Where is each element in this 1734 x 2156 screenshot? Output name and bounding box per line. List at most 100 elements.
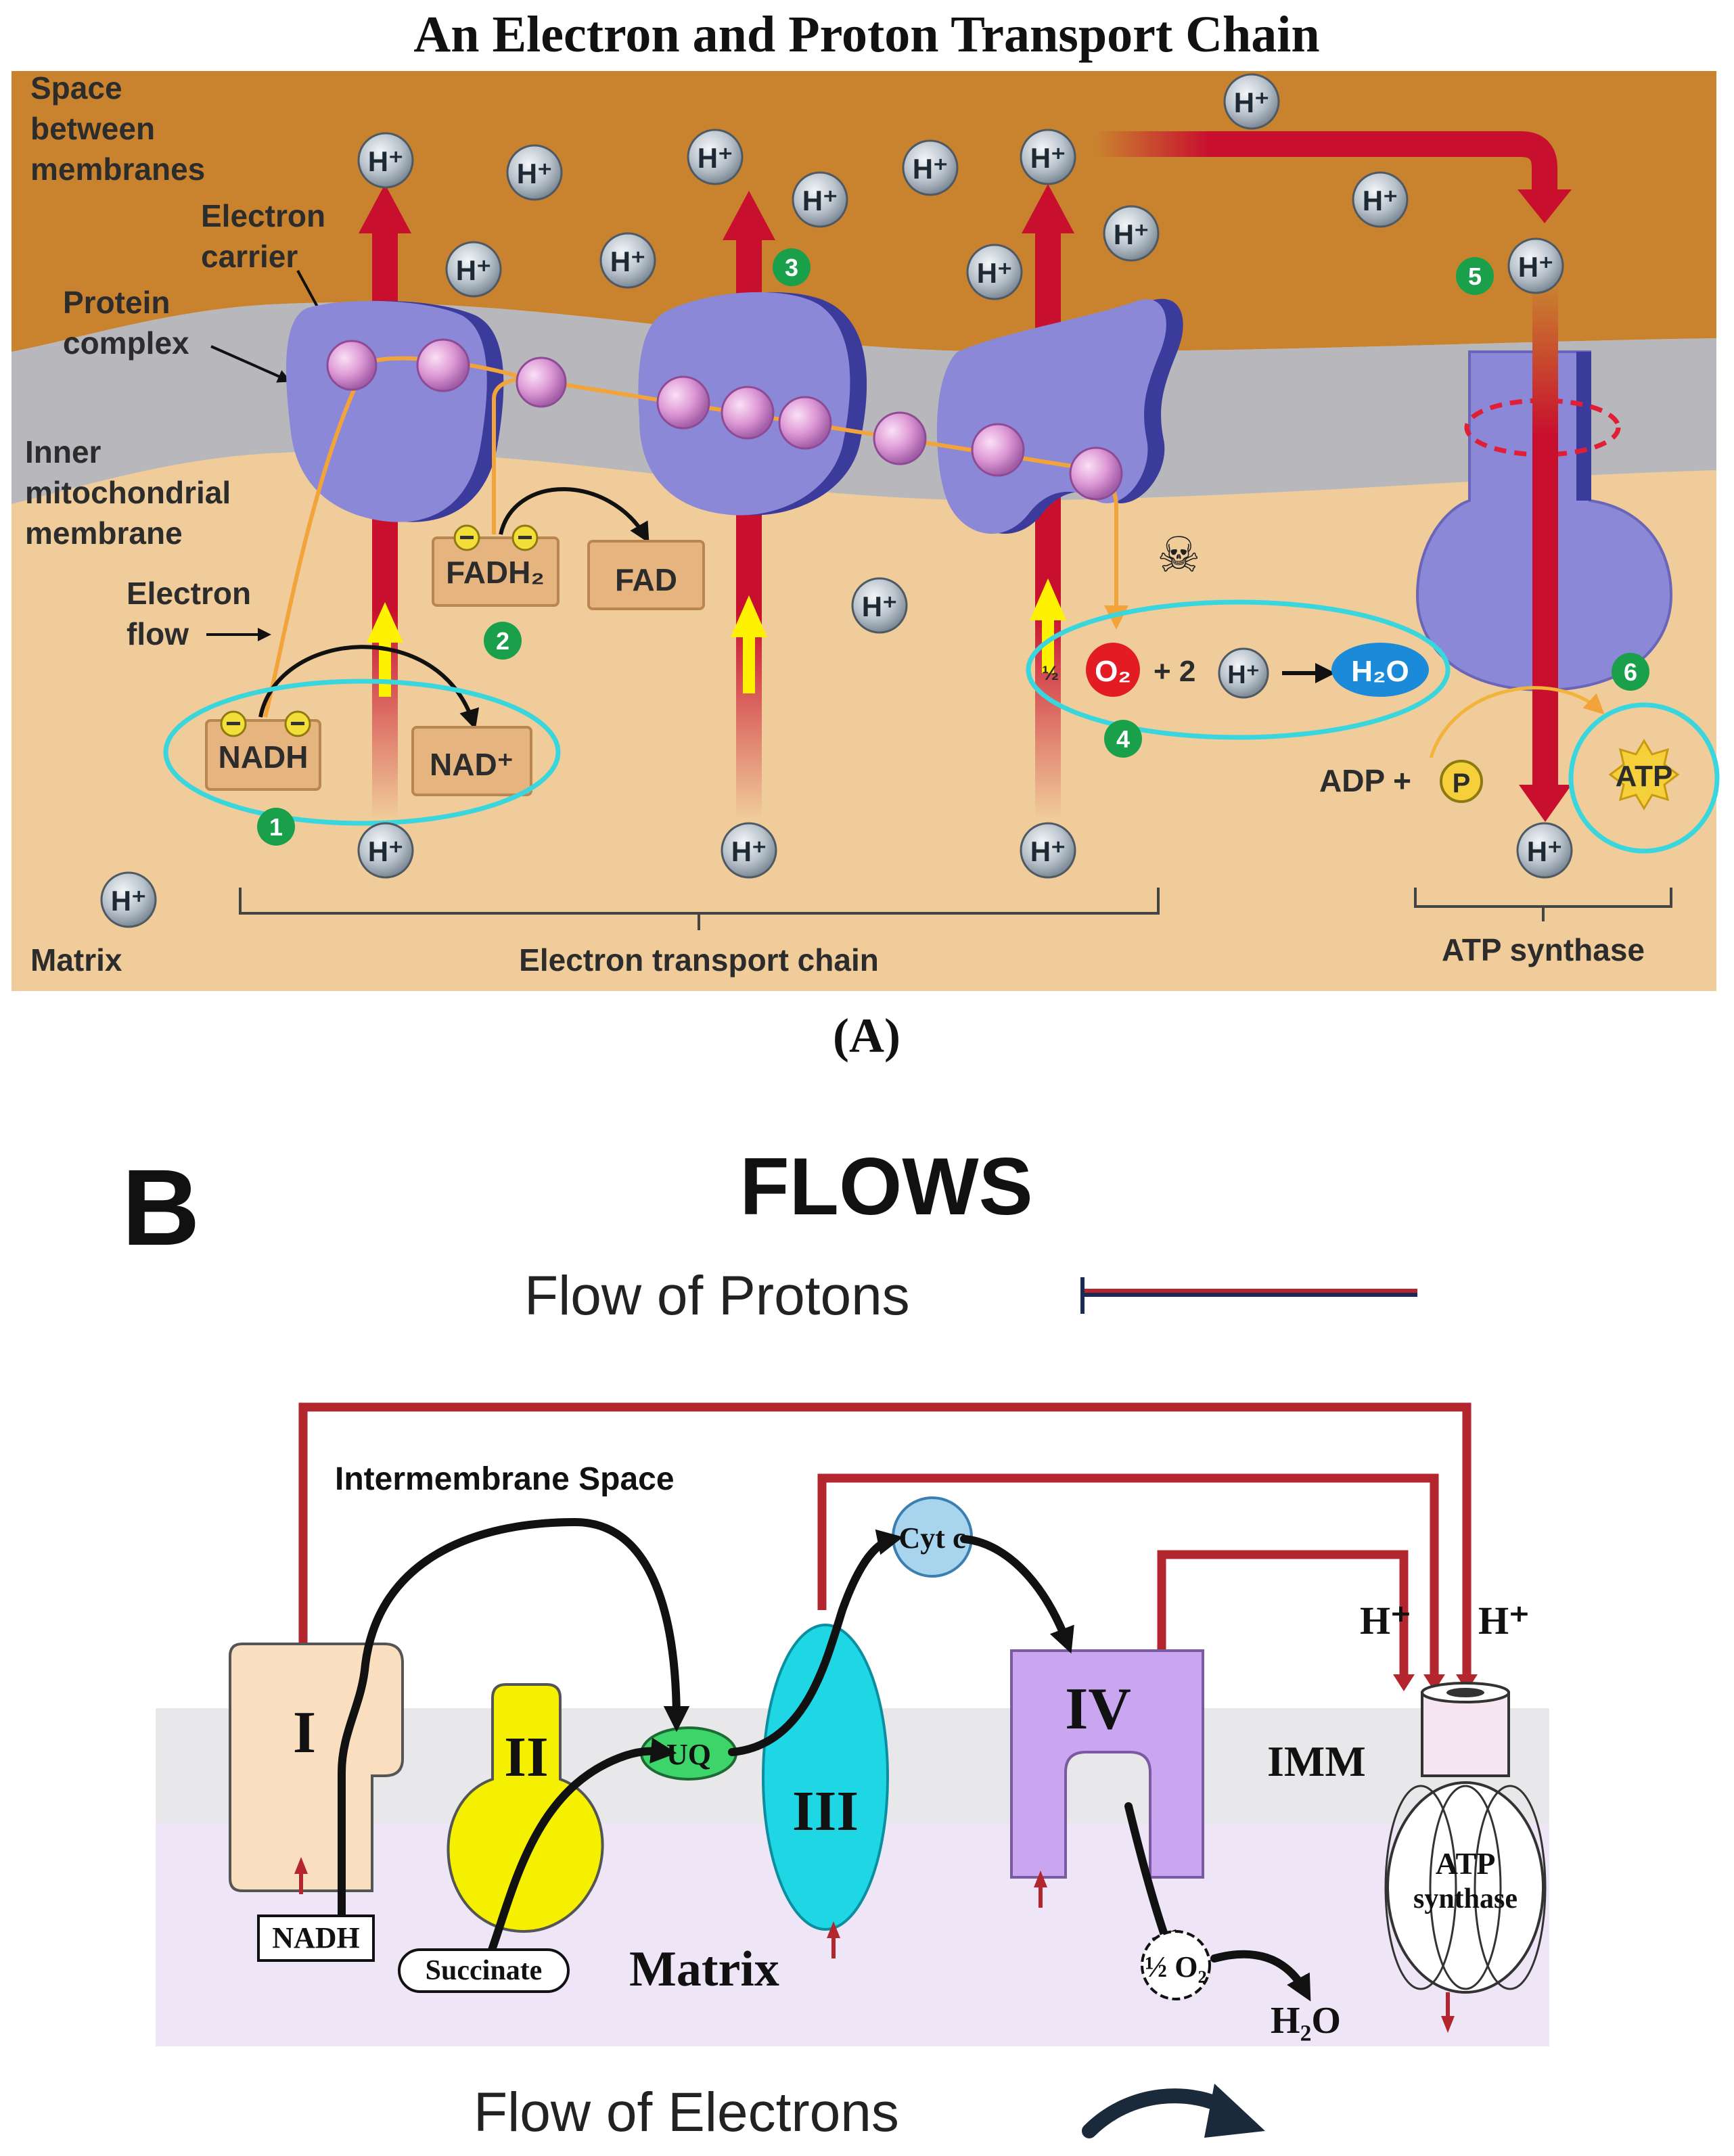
atp-synthase-b: ATP synthase	[1384, 1682, 1547, 2033]
svg-text:H⁺: H⁺	[610, 246, 646, 277]
proton-flow-lines	[298, 1402, 1471, 1678]
svg-text:I: I	[293, 1700, 316, 1766]
svg-text:Space: Space	[30, 70, 122, 106]
succinate-box-b: Succinate	[398, 1948, 570, 1993]
svg-text:complex: complex	[63, 325, 189, 361]
svg-text:Protein: Protein	[63, 285, 170, 320]
svg-text:NADH: NADH	[219, 739, 309, 775]
figure-b-title: FLOWS	[739, 1141, 1032, 1232]
nadh-box-a: NADH	[205, 710, 321, 791]
fad-box-a: FAD	[587, 540, 705, 610]
svg-text:Cyt c: Cyt c	[899, 1521, 966, 1555]
svg-text:4: 4	[1116, 725, 1130, 753]
bracket-atp-synthase	[1414, 888, 1672, 921]
complex-ii: II	[447, 1683, 604, 1933]
svg-text:H⁺: H⁺	[1234, 87, 1270, 118]
svg-text:H⁺: H⁺	[862, 591, 898, 622]
figure-a-title: An Electron and Proton Transport Chain	[413, 6, 1319, 63]
svg-text:FADH₂: FADH₂	[446, 555, 545, 590]
svg-text:IV: IV	[1065, 1676, 1131, 1742]
svg-text:5: 5	[1468, 262, 1482, 290]
legend-electrons-label: Flow of Electrons	[474, 2082, 899, 2143]
svg-text:mitochondrial: mitochondrial	[25, 475, 231, 510]
label-electron-flow: Electron flow	[127, 576, 251, 651]
label-electron-carrier: Electron carrier	[201, 198, 325, 274]
svg-text:H⁺: H⁺	[368, 835, 404, 867]
svg-text:½ O₂: ½ O₂	[1145, 1950, 1206, 1983]
svg-text:O₂: O₂	[1095, 655, 1131, 688]
svg-text:membrane: membrane	[25, 515, 183, 551]
proton-balls: H⁺ H⁺ H⁺ H⁺ H⁺ H⁺ H⁺ H⁺ H⁺ H⁺ H⁺ H⁺ H⁺ H…	[100, 73, 1573, 928]
svg-text:III: III	[792, 1780, 859, 1843]
svg-text:ATP: ATP	[1436, 1846, 1496, 1881]
svg-text:H⁺: H⁺	[1030, 835, 1066, 867]
svg-text:Electron: Electron	[201, 198, 325, 233]
figure-a-caption: (A)	[833, 1009, 900, 1063]
svg-text:H⁺: H⁺	[456, 254, 492, 286]
svg-text:H⁺: H⁺	[1527, 835, 1563, 867]
svg-text:carrier: carrier	[201, 239, 298, 274]
pointer-protein-complex	[210, 345, 292, 383]
label-etc: Electron transport chain	[519, 942, 879, 978]
fadh2-box-a: FADH₂	[432, 524, 560, 607]
nadh-box-b: NADH	[257, 1914, 375, 1962]
svg-text:NADH: NADH	[272, 1921, 360, 1954]
svg-text:+ 2: + 2	[1154, 655, 1195, 688]
svg-text:2: 2	[496, 627, 509, 655]
svg-text:H⁺: H⁺	[1363, 185, 1398, 216]
svg-text:NAD⁺: NAD⁺	[430, 747, 514, 782]
complex-iii: III	[762, 1624, 889, 1958]
nad-box-a: NAD⁺	[411, 726, 532, 796]
proton-arrow-to-synthase	[1096, 131, 1572, 223]
svg-text:H⁺: H⁺	[802, 185, 838, 216]
svg-text:II: II	[504, 1726, 548, 1789]
label-intermembrane: Intermembrane Space	[335, 1461, 675, 1497]
legend-electrons-arrow	[1082, 2084, 1265, 2138]
label-protein-complex: Protein complex	[63, 285, 189, 361]
panel-b: Intermembrane Space IMM Matrix H⁺ H⁺ I I…	[156, 1400, 1549, 2046]
svg-text:1: 1	[269, 813, 283, 841]
svg-text:H⁺: H⁺	[111, 885, 147, 917]
svg-text:P: P	[1453, 769, 1471, 798]
svg-text:H⁺: H⁺	[913, 153, 949, 185]
svg-text:Inner: Inner	[25, 434, 101, 469]
svg-text:H⁺: H⁺	[698, 142, 733, 174]
complex-iv: IV	[1010, 1649, 1204, 1908]
svg-text:FAD: FAD	[615, 562, 677, 597]
svg-text:ADP +: ADP +	[1319, 763, 1411, 798]
label-matrix-b: Matrix	[629, 1942, 779, 1997]
label-space-between: Space between membranes	[30, 70, 205, 187]
label-imm: IMM	[1267, 1737, 1366, 1785]
svg-text:Electron: Electron	[127, 576, 251, 611]
svg-text:synthase: synthase	[1413, 1883, 1518, 1914]
cytochrome-c: Cyt c	[892, 1496, 973, 1578]
svg-text:½: ½	[1042, 662, 1059, 685]
highlight-nadh	[163, 679, 561, 826]
svg-text:H⁺: H⁺	[1114, 219, 1149, 250]
legend-protons-line	[1080, 1277, 1417, 1314]
highlight-atp	[1568, 702, 1720, 854]
svg-text:H⁺: H⁺	[1227, 661, 1260, 689]
svg-text:H⁺: H⁺	[731, 835, 767, 867]
proton-arrow-complex-4	[1022, 184, 1074, 819]
label-atp-synthase: ATP synthase	[1442, 932, 1645, 967]
step-badges: 1 2 3 4 5 6	[257, 248, 1649, 846]
svg-text:3: 3	[785, 254, 798, 281]
label-h-left: H⁺	[1360, 1599, 1411, 1643]
bracket-etc	[239, 888, 1160, 930]
label-matrix-a: Matrix	[30, 942, 122, 978]
svg-text:between: between	[30, 111, 155, 146]
svg-text:H⁺: H⁺	[517, 158, 553, 189]
svg-text:H⁺: H⁺	[1030, 142, 1066, 174]
atp-synthase-a	[1415, 284, 1673, 822]
svg-text:6: 6	[1624, 658, 1637, 686]
svg-text:H⁺: H⁺	[1518, 251, 1554, 283]
label-inner-membrane: Inner mitochondrial membrane	[25, 434, 231, 551]
arrow-nadh-to-nad	[258, 645, 480, 730]
svg-text:H₂O: H₂O	[1351, 655, 1409, 688]
arrow-fadh2-to-fad	[499, 487, 649, 543]
figure-b-letter: B	[122, 1147, 200, 1268]
legend-protons-label: Flow of Protons	[524, 1265, 910, 1327]
toxin-icon: ☠	[1157, 526, 1201, 583]
